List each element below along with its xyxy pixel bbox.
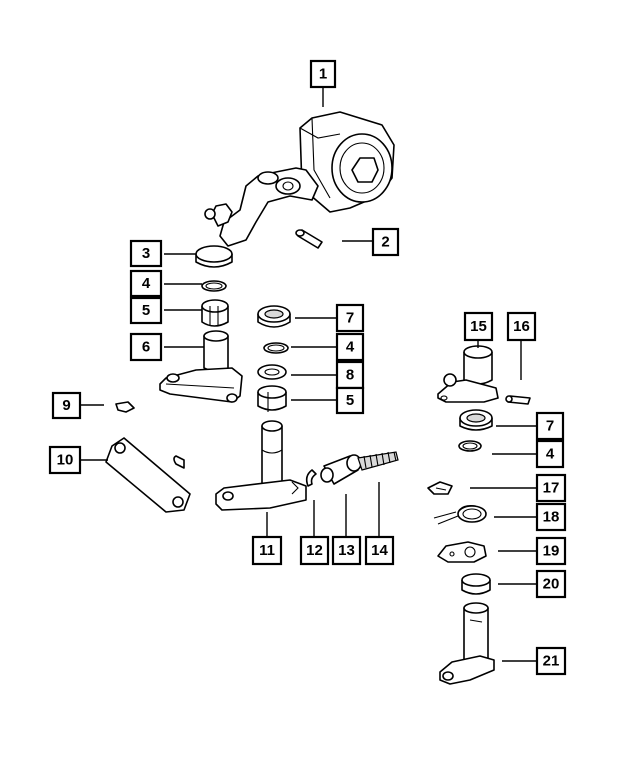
part-15-bracket-drawing xyxy=(437,345,499,403)
part-7-seal-drawing xyxy=(459,409,493,431)
callout-20: 20 xyxy=(535,569,567,599)
part-14-spring-drawing xyxy=(357,451,399,471)
callout-4: 4 xyxy=(129,269,163,298)
leader-lines xyxy=(80,87,537,662)
callout-21: 21 xyxy=(535,646,567,676)
part-9-clip-drawing xyxy=(115,401,135,413)
part-5-bushing-drawing xyxy=(201,299,229,327)
callout-11: 11 xyxy=(251,535,283,566)
callout-8: 8 xyxy=(335,360,365,390)
part-8-washer-drawing xyxy=(257,364,287,380)
callout-19: 19 xyxy=(535,536,567,566)
svg-text:13: 13 xyxy=(338,542,355,559)
svg-text:16: 16 xyxy=(513,318,530,335)
callout-7: 7 xyxy=(335,303,365,333)
svg-text:18: 18 xyxy=(543,509,560,526)
callout-6: 6 xyxy=(129,332,163,362)
svg-text:19: 19 xyxy=(543,543,560,560)
part-17-clip-drawing xyxy=(427,481,453,495)
svg-text:12: 12 xyxy=(306,542,323,559)
callout-14: 14 xyxy=(364,535,395,566)
part-21-shaft-lever-drawing xyxy=(439,602,495,685)
callout-18: 18 xyxy=(535,502,567,532)
part-20-bushing-drawing xyxy=(461,573,491,595)
part-10-link-arm-drawing xyxy=(105,437,191,513)
svg-text:10: 10 xyxy=(57,452,74,469)
svg-text:14: 14 xyxy=(371,542,388,559)
part-5-bushing-drawing xyxy=(257,385,287,412)
callout-12: 12 xyxy=(299,535,330,566)
part-4-snap-ring-drawing xyxy=(201,280,227,292)
callout-10: 10 xyxy=(48,445,82,475)
svg-text:20: 20 xyxy=(543,576,560,593)
svg-text:4: 4 xyxy=(142,275,151,292)
callout-9: 9 xyxy=(51,391,82,420)
svg-text:7: 7 xyxy=(346,310,354,327)
svg-text:8: 8 xyxy=(346,367,354,384)
part-1-actuator-drawing xyxy=(204,111,395,247)
part-6-pivot-lever-drawing xyxy=(159,330,243,403)
part-19-plate-drawing xyxy=(437,541,487,563)
callout-4: 4 xyxy=(535,439,565,469)
part-16-pin-drawing xyxy=(505,395,531,405)
callout-1: 1 xyxy=(309,59,337,89)
svg-text:21: 21 xyxy=(543,653,560,670)
part-18-torsion-spring-drawing xyxy=(433,505,487,525)
callout-5: 5 xyxy=(129,296,163,325)
svg-text:15: 15 xyxy=(470,318,487,335)
svg-text:4: 4 xyxy=(546,446,555,463)
callout-2: 2 xyxy=(371,227,400,257)
part-11-shaft-lever-drawing xyxy=(215,420,307,511)
part-4-snap-ring-drawing xyxy=(458,440,482,452)
svg-text:7: 7 xyxy=(546,418,554,435)
part-7-seal-drawing xyxy=(257,305,291,328)
part-13-sleeve-drawing xyxy=(320,454,362,485)
part-2-pin-drawing xyxy=(295,229,323,249)
callout-3: 3 xyxy=(129,239,163,268)
callout-13: 13 xyxy=(331,535,362,566)
callout-16: 16 xyxy=(506,311,537,342)
svg-text:5: 5 xyxy=(346,392,354,409)
svg-text:4: 4 xyxy=(346,339,355,356)
callout-7: 7 xyxy=(535,411,565,441)
part-3-cap-drawing xyxy=(195,245,233,268)
callout-15: 15 xyxy=(463,311,494,342)
part-12-ring-drawing xyxy=(305,469,317,487)
svg-text:1: 1 xyxy=(319,66,327,83)
svg-text:9: 9 xyxy=(62,397,70,414)
svg-text:11: 11 xyxy=(259,542,275,559)
callout-5: 5 xyxy=(335,386,365,415)
svg-text:3: 3 xyxy=(142,245,150,262)
svg-text:5: 5 xyxy=(142,302,150,319)
svg-text:17: 17 xyxy=(543,480,560,497)
svg-text:6: 6 xyxy=(142,339,150,356)
callout-17: 17 xyxy=(535,473,567,503)
svg-text:2: 2 xyxy=(381,234,389,251)
callout-4: 4 xyxy=(335,332,365,362)
part-4-snap-ring-drawing xyxy=(263,342,289,354)
